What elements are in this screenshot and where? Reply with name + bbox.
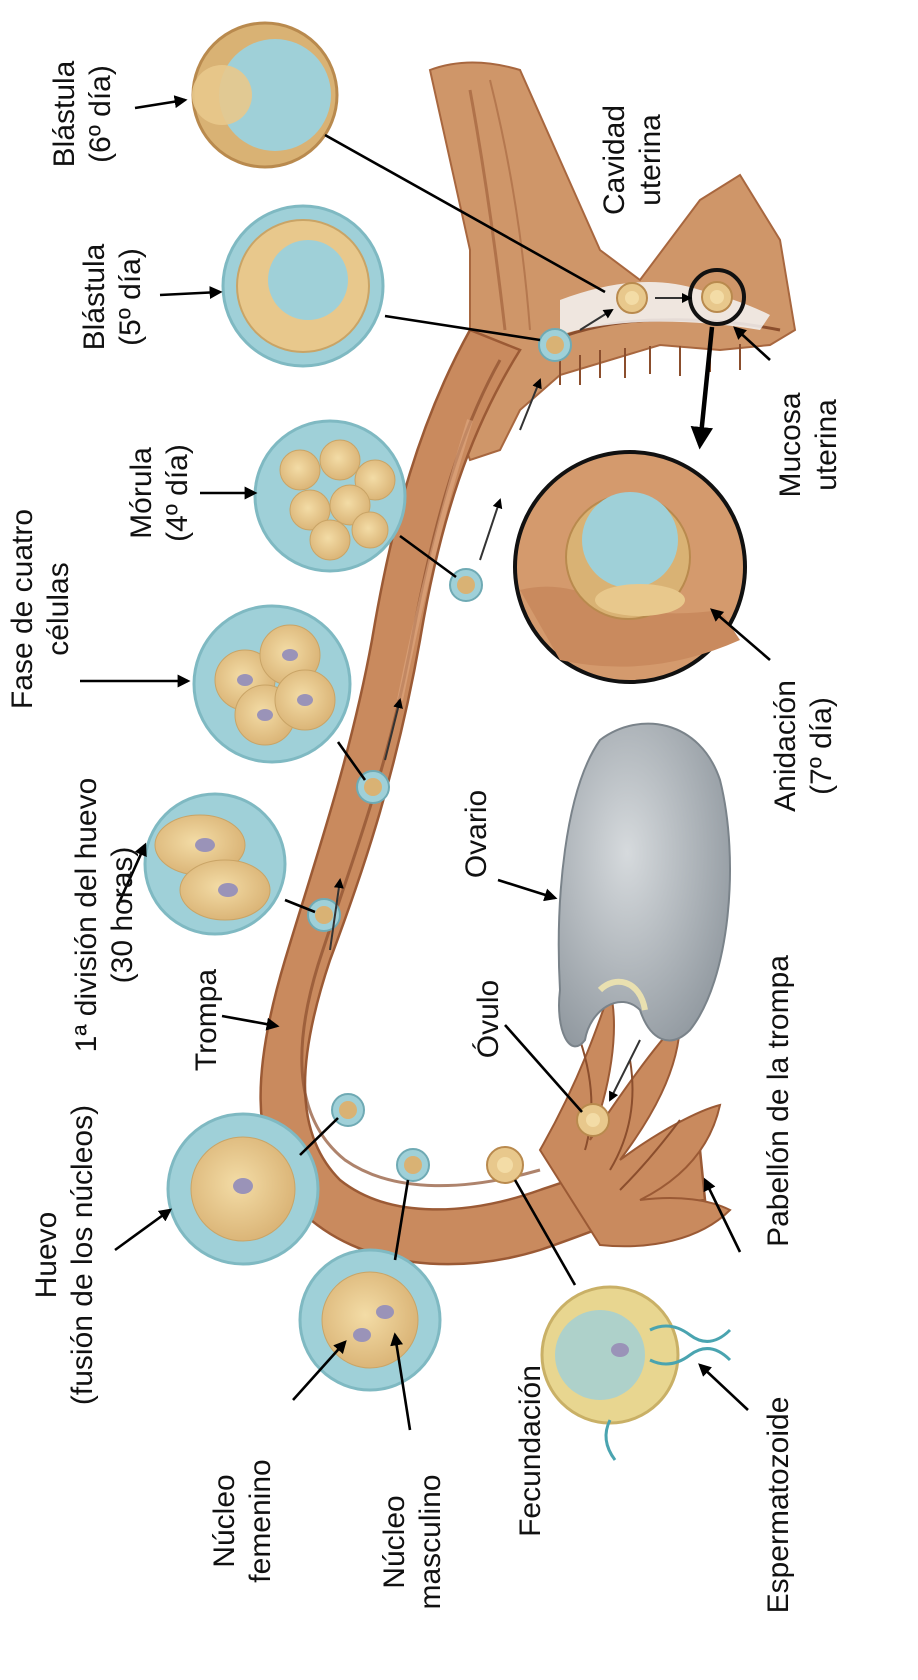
- label-huevo-l2: (fusión de los núcleos): [66, 1105, 99, 1405]
- label-morula-l2: (4º día): [161, 444, 194, 542]
- label-blastula5: Blástula (5º día): [78, 243, 147, 350]
- four-cell-stage: [194, 606, 350, 762]
- label-huevo: Huevo (fusión de los núcleos): [30, 1105, 99, 1405]
- label-blastula6-l2: (6º día): [84, 65, 117, 163]
- label-trompa: Trompa: [190, 969, 223, 1072]
- huevo-stage: [168, 1114, 318, 1264]
- label-nucleo-masculino-l2: masculino: [414, 1474, 447, 1609]
- label-nucleo-femenino-l2: femenino: [244, 1459, 277, 1582]
- label-mucosa-l1: Mucosa: [774, 392, 807, 497]
- blastula-5-day: [223, 206, 383, 366]
- first-division-stage: [145, 794, 285, 934]
- label-trompa-text: Trompa: [190, 969, 223, 1072]
- label-blastula5-l2: (5º día): [114, 248, 147, 346]
- morula-4-day: [255, 421, 405, 571]
- label-blastula6-l1: Blástula: [48, 60, 81, 167]
- blastula-6-day: [192, 23, 337, 167]
- label-huevo-l1: Huevo: [30, 1212, 63, 1299]
- implantation-inset: [515, 452, 745, 682]
- label-anidacion: Anidación (7º día): [769, 680, 838, 812]
- label-pabellon: Pabellón de la trompa: [762, 955, 795, 1247]
- label-blastula5-l1: Blástula: [78, 243, 111, 350]
- label-first-division-l2: (30 horas): [106, 847, 139, 984]
- fertilization-stage: [542, 1287, 730, 1460]
- label-cavidad-l2: uterina: [634, 114, 667, 206]
- label-morula: Mórula (4º día): [125, 444, 194, 542]
- label-ovario-text: Ovario: [460, 790, 493, 878]
- label-pabellon-text: Pabellón de la trompa: [762, 955, 795, 1247]
- label-espermatozoide: Espermatozoide: [762, 1397, 795, 1614]
- label-cavidad: Cavidad uterina: [598, 105, 667, 215]
- label-fecundacion: Fecundación: [514, 1365, 547, 1537]
- label-ovario: Ovario: [460, 790, 493, 878]
- label-cavidad-l1: Cavidad: [598, 105, 631, 215]
- label-first-division: 1ª división del huevo (30 horas): [70, 778, 139, 1053]
- label-nucleo-femenino: Núcleo femenino: [208, 1459, 277, 1582]
- label-four-cell: Fase de cuatro células: [6, 509, 75, 709]
- label-first-division-l1: 1ª división del huevo: [70, 778, 103, 1053]
- label-nucleo-femenino-l1: Núcleo: [208, 1474, 241, 1567]
- label-ovulo-text: Óvulo: [472, 980, 505, 1058]
- label-anidacion-l1: Anidación: [769, 680, 802, 812]
- label-morula-l1: Mórula: [125, 447, 158, 539]
- label-fecundacion-text: Fecundación: [514, 1365, 547, 1537]
- label-anidacion-l2: (7º día): [805, 697, 838, 795]
- ovary: [559, 724, 730, 1047]
- label-nucleo-masculino-l1: Núcleo: [378, 1495, 411, 1588]
- label-four-cell-l2: células: [42, 562, 75, 655]
- label-mucosa-l2: uterina: [810, 399, 843, 491]
- label-four-cell-l1: Fase de cuatro: [6, 509, 39, 709]
- label-mucosa: Mucosa uterina: [774, 392, 843, 497]
- label-nucleo-masculino: Núcleo masculino: [378, 1474, 447, 1609]
- label-ovulo: Óvulo: [472, 980, 505, 1058]
- label-espermatozoide-text: Espermatozoide: [762, 1397, 795, 1614]
- label-blastula6: Blástula (6º día): [48, 60, 117, 167]
